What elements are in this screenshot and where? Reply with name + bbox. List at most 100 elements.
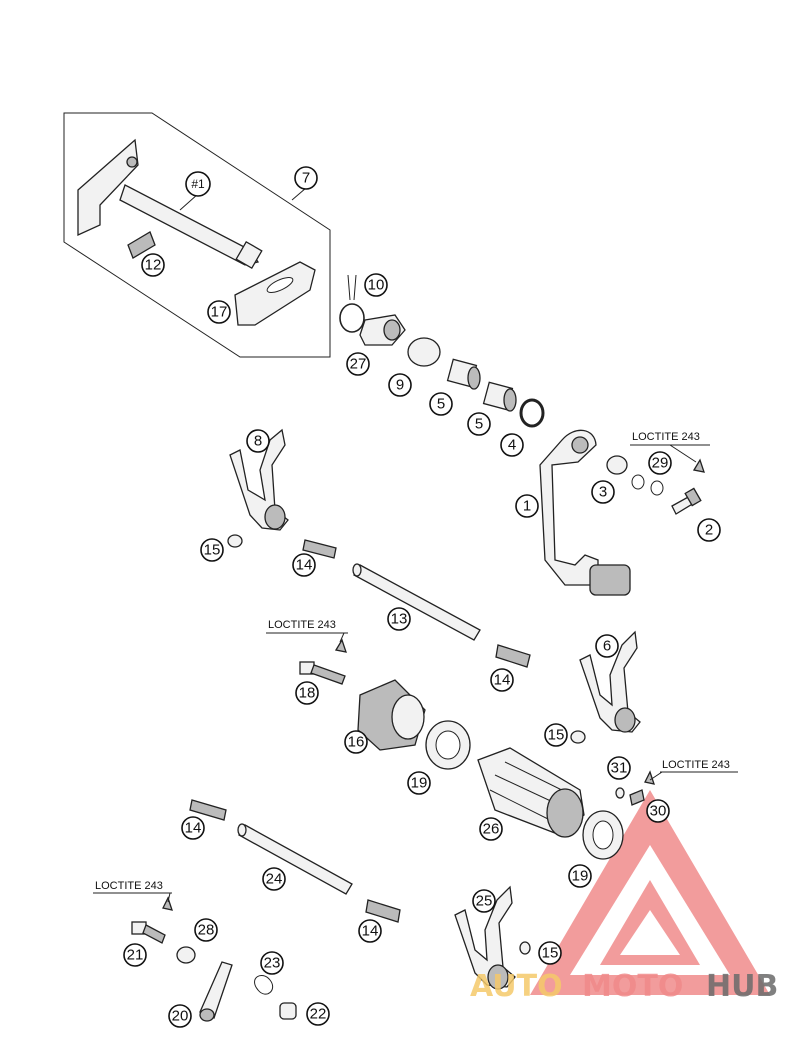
callout-26: 26 (479, 817, 503, 841)
rod-13-part (352, 563, 481, 641)
callout-29: 29 (648, 451, 672, 475)
callout-19a: 19 (407, 771, 431, 795)
svg-text:8: 8 (254, 433, 262, 450)
svg-text:5: 5 (475, 416, 483, 433)
callout-21: 21 (123, 943, 147, 967)
shift-fork-6-part (579, 630, 641, 733)
svg-text:3: 3 (599, 484, 607, 501)
washer-19b-part (582, 810, 624, 860)
leader-lines (179, 187, 307, 211)
svg-text:6: 6 (603, 638, 611, 655)
callout-2: 2 (697, 518, 721, 542)
callout-14c: 14 (181, 816, 205, 840)
callout-13: 13 (387, 607, 411, 631)
loctite-label-3: LOCTITE 243 (662, 759, 730, 771)
svg-text:27: 27 (350, 356, 367, 373)
watermark-hub: HUB (706, 969, 778, 1004)
svg-text:20: 20 (172, 1008, 189, 1025)
svg-text:19: 19 (411, 775, 428, 792)
svg-text:31: 31 (611, 760, 628, 777)
spring-14c-part (189, 799, 227, 821)
callout-15a: 15 (200, 538, 224, 562)
bolt-18-part (299, 638, 347, 685)
spring-14d-part (365, 899, 401, 923)
svg-text:12: 12 (145, 257, 162, 274)
loctite-note-3: LOCTITE 243 (649, 759, 738, 781)
loctite-label-1: LOCTITE 243 (632, 431, 700, 443)
bearing-5b-part (482, 381, 517, 412)
roller-15c-part (519, 941, 531, 955)
rod-24-part (237, 823, 353, 895)
callout-27: 27 (346, 352, 370, 376)
callout-20: 20 (168, 1004, 192, 1028)
callout-5a: 5 (429, 392, 453, 416)
callout-3: 3 (591, 480, 615, 504)
callout-15c: 15 (538, 941, 562, 965)
svg-text:#1: #1 (191, 177, 205, 191)
spring-14b-part (495, 644, 531, 668)
callout-15b: 15 (544, 723, 568, 747)
clip-10-part (339, 274, 365, 333)
ring-4-part (519, 398, 545, 428)
callout-25: 25 (472, 889, 496, 913)
svg-text:15: 15 (548, 727, 565, 744)
svg-text:10: 10 (368, 277, 385, 294)
callout-5b: 5 (467, 412, 491, 436)
svg-text:13: 13 (391, 611, 408, 628)
callout-14a: 14 (292, 553, 316, 577)
svg-text:24: 24 (266, 871, 283, 888)
callout-4: 4 (500, 433, 524, 457)
callout-17: 17 (207, 300, 231, 324)
svg-text:28: 28 (198, 922, 215, 939)
shift-fork-25-part (454, 885, 516, 990)
plate-17-part (234, 261, 316, 326)
spring-14a-part (302, 539, 337, 559)
watermark-auto: AUTO (470, 969, 563, 1004)
watermark-moto: MOTO (582, 969, 683, 1004)
svg-text:18: 18 (299, 685, 316, 702)
shift-drum-26-part (477, 747, 585, 838)
svg-text:7: 7 (302, 170, 310, 187)
svg-text:22: 22 (310, 1006, 327, 1023)
loctite-label-2: LOCTITE 243 (268, 619, 336, 631)
svg-text:16: 16 (348, 734, 365, 751)
loctite-label-4: LOCTITE 243 (95, 880, 163, 892)
assembly-box-7 (63, 112, 331, 358)
svg-text:19: 19 (572, 868, 589, 885)
part-27 (359, 314, 406, 346)
washer-9-part (407, 337, 441, 367)
svg-text:15: 15 (204, 542, 221, 559)
callout-24: 24 (262, 867, 286, 891)
callout-22: 22 (306, 1002, 330, 1026)
washer-19a-part (425, 720, 471, 770)
roller-22-part (279, 1002, 297, 1020)
svg-text:14: 14 (185, 820, 202, 837)
svg-text:4: 4 (508, 437, 516, 454)
callout-8: 8 (246, 429, 270, 453)
svg-text:14: 14 (296, 557, 313, 574)
callout-12: 12 (141, 253, 165, 277)
svg-text:14: 14 (494, 672, 511, 689)
callout-30: 30 (646, 799, 670, 823)
loctite-note-1: LOCTITE 243 (630, 431, 710, 463)
screw-30-part (629, 770, 655, 806)
callout-28: 28 (194, 918, 218, 942)
callout-1: 1 (515, 494, 539, 518)
svg-text:14: 14 (362, 923, 379, 940)
washer-31-part (615, 787, 625, 799)
callout-hash-1: #1 (185, 171, 211, 197)
callout-16: 16 (344, 730, 368, 754)
bearing-5a-part (446, 358, 481, 390)
callout-14d: 14 (358, 919, 382, 943)
callout-9: 9 (388, 373, 412, 397)
lever-20-part (199, 961, 233, 1022)
roller-15a-part (227, 534, 243, 548)
callout-10: 10 (364, 273, 388, 297)
washer-28-part (176, 946, 196, 964)
callout-19b: 19 (568, 864, 592, 888)
svg-text:1: 1 (523, 498, 531, 515)
svg-text:23: 23 (264, 955, 281, 972)
svg-text:25: 25 (476, 893, 493, 910)
washer-3-part (606, 455, 628, 475)
